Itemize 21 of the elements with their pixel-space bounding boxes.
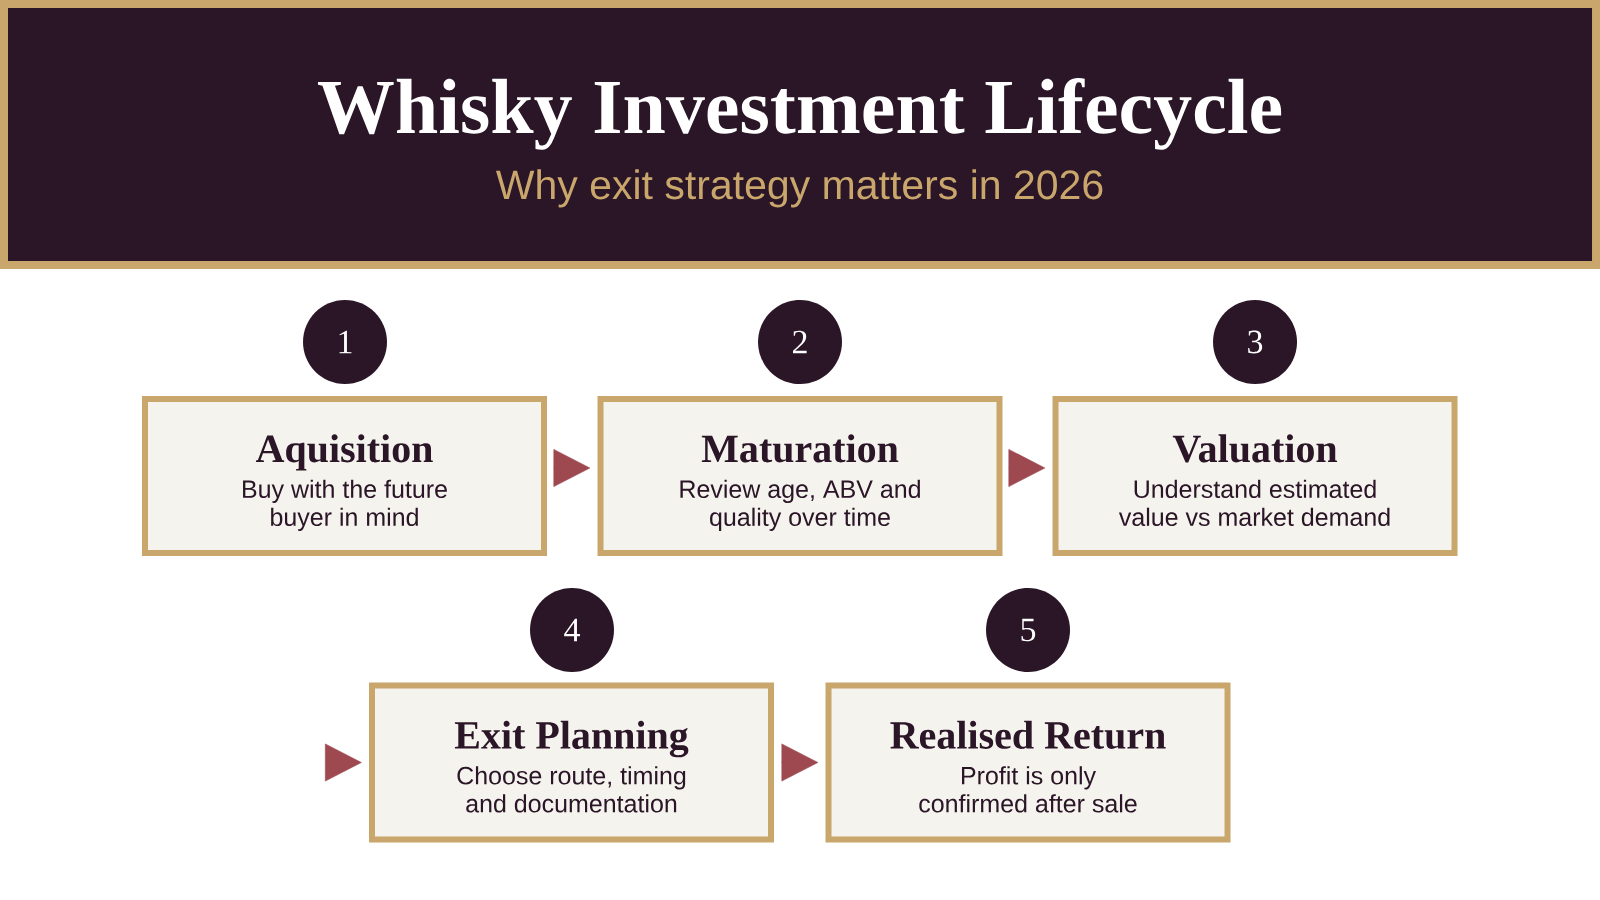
- step-heading: Maturation: [701, 434, 899, 463]
- step-box: [825, 682, 1231, 843]
- arrow: [1008, 449, 1046, 487]
- step-box: [369, 682, 774, 843]
- step-description: Buy with the future buyer in mind: [243, 479, 447, 531]
- step-description: Profit is only confirmed after sale: [919, 766, 1137, 813]
- step-box: [142, 396, 547, 556]
- step-heading: Realised Return: [890, 720, 1166, 749]
- step-heading: Aquisition: [255, 434, 433, 471]
- subtitle: Why exit strategy matters in 2026: [495, 169, 1103, 208]
- page-title: Whisky Investment Lifecycle: [318, 78, 1282, 150]
- arrow: [324, 743, 362, 782]
- step-box: [597, 396, 1003, 556]
- arrow: [553, 449, 591, 487]
- step-description: Review age, ABV and quality over time: [680, 479, 920, 531]
- step-description: Understand estimated value vs market demand: [1118, 479, 1390, 527]
- step-heading: Exit Planning: [454, 720, 689, 758]
- arrow: [780, 743, 819, 782]
- step-box: [1052, 396, 1458, 556]
- step-description: Choose route, timing and documentation: [457, 766, 686, 813]
- step-heading: Valuation: [1172, 434, 1338, 463]
